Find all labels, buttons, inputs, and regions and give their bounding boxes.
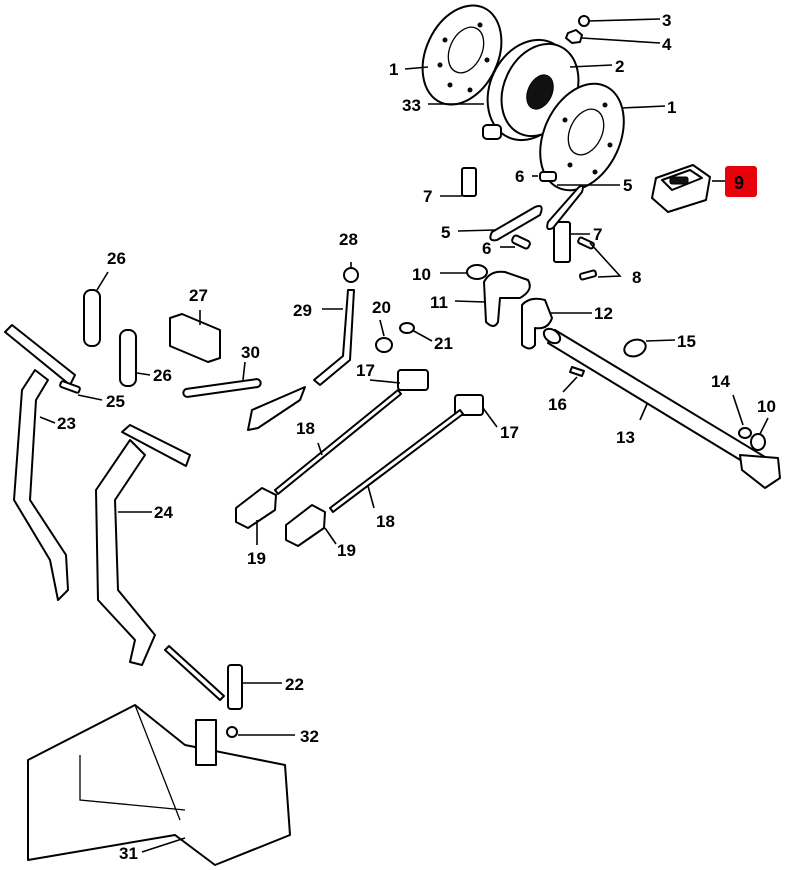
callout-1-upper[interactable]: 1 (389, 60, 398, 79)
spring-washer[interactable] (399, 322, 415, 334)
callout-28[interactable]: 28 (339, 230, 358, 249)
rod-lower[interactable] (329, 409, 464, 513)
yoke-left[interactable] (235, 487, 277, 529)
callout-16[interactable]: 16 (548, 395, 567, 414)
callout-20[interactable]: 20 (372, 298, 391, 317)
callout-11[interactable]: 11 (430, 293, 448, 312)
callout-2[interactable]: 2 (615, 57, 624, 76)
callout-25[interactable]: 25 (106, 392, 125, 411)
callout-labels: 1 1 2 3 4 33 5 5 6 6 7 7 8 9 10 10 11 12… (57, 11, 776, 863)
callout-8[interactable]: 8 (632, 268, 641, 287)
callout-33[interactable]: 33 (402, 96, 421, 115)
callout-7-left[interactable]: 7 (423, 187, 432, 206)
callout-12[interactable]: 12 (594, 304, 613, 323)
callout-6-lower[interactable]: 6 (482, 239, 491, 258)
callout-3[interactable]: 3 (662, 11, 671, 30)
callout-10-left[interactable]: 10 (412, 265, 431, 284)
knob[interactable] (343, 267, 359, 283)
pedal-right[interactable] (95, 424, 191, 666)
rod-upper[interactable] (274, 389, 402, 495)
pin-upper[interactable] (539, 171, 557, 182)
bracket-right[interactable] (553, 221, 571, 263)
callout-19-left[interactable]: 19 (247, 549, 266, 568)
callout-17-lower[interactable]: 17 (500, 423, 519, 442)
pedal-pin[interactable] (59, 380, 81, 394)
callout-29[interactable]: 29 (293, 301, 312, 320)
callout-18-upper[interactable]: 18 (296, 419, 315, 438)
callout-5-right[interactable]: 5 (623, 176, 632, 195)
callout-22[interactable]: 22 (285, 675, 304, 694)
leader-lines (39, 18, 769, 853)
callout-7-right[interactable]: 7 (593, 225, 602, 244)
ring[interactable] (738, 427, 752, 439)
ball[interactable] (578, 15, 590, 27)
callout-10-right[interactable]: 10 (757, 397, 776, 416)
bracket-left[interactable] (461, 167, 477, 197)
callout-18-lower[interactable]: 18 (376, 512, 395, 531)
callout-13[interactable]: 13 (616, 428, 635, 447)
lever-arm[interactable] (483, 270, 531, 327)
extension-spring[interactable] (182, 378, 262, 398)
bushing[interactable] (622, 337, 648, 360)
spring-upper[interactable] (83, 289, 101, 347)
cross-shaft[interactable] (541, 326, 781, 489)
bolts[interactable] (577, 236, 595, 250)
callout-9[interactable]: 9 (734, 173, 744, 193)
brake-pad[interactable] (651, 164, 711, 213)
callout-26-upper[interactable]: 26 (107, 249, 126, 268)
callout-19-right[interactable]: 19 (337, 541, 356, 560)
callout-24[interactable]: 24 (154, 503, 173, 522)
clevis-lower[interactable] (454, 394, 484, 416)
callout-6-upper[interactable]: 6 (515, 167, 524, 186)
nut[interactable] (565, 29, 583, 44)
washer-right[interactable] (750, 433, 766, 451)
callout-14[interactable]: 14 (711, 372, 730, 391)
link-left[interactable] (489, 205, 543, 242)
clevis-upper[interactable] (397, 369, 429, 391)
block[interactable] (169, 313, 221, 363)
mounting-bracket[interactable] (27, 704, 291, 866)
callout-23[interactable]: 23 (57, 414, 76, 433)
callout-26-lower[interactable]: 26 (153, 366, 172, 385)
callout-4[interactable]: 4 (662, 35, 672, 54)
callout-17-upper[interactable]: 17 (356, 361, 375, 380)
pivot-arm[interactable] (227, 664, 243, 710)
link-right[interactable] (546, 184, 584, 231)
callout-32[interactable]: 32 (300, 727, 319, 746)
callout-27[interactable]: 27 (189, 286, 208, 305)
callout-30[interactable]: 30 (241, 343, 260, 362)
clip[interactable] (226, 726, 238, 738)
washer-left[interactable] (466, 264, 488, 280)
callout-1-lower[interactable]: 1 (667, 98, 676, 117)
yoke-right[interactable] (285, 504, 326, 547)
callout-15[interactable]: 15 (677, 332, 696, 351)
callout-31[interactable]: 31 (119, 844, 138, 863)
callout-21[interactable]: 21 (434, 334, 453, 353)
spring-lower[interactable] (119, 329, 137, 387)
pedal-left[interactable] (4, 324, 76, 601)
pin-lower[interactable] (511, 234, 531, 250)
lever-arm-shaft[interactable] (521, 297, 553, 350)
callout-5-left[interactable]: 5 (441, 223, 450, 242)
brake-disc-lower[interactable] (524, 70, 640, 204)
lever-rod[interactable] (247, 289, 355, 431)
callout-9-highlight (725, 166, 757, 197)
key[interactable] (569, 366, 585, 377)
bushing-small[interactable] (375, 337, 393, 353)
